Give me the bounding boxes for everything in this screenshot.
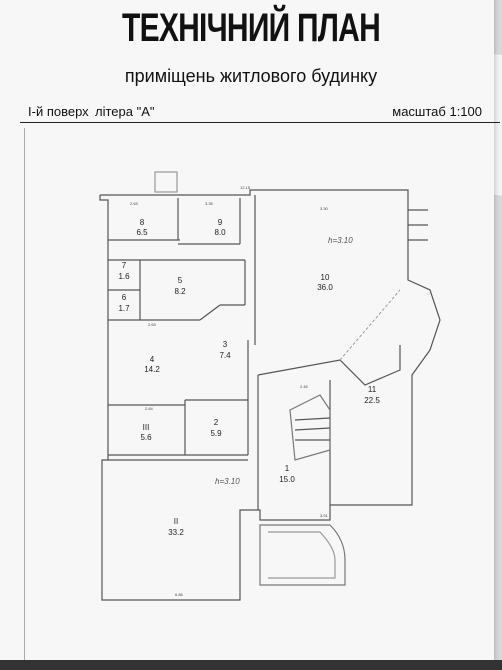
- document-title: ТЕХНІЧНИЙ ПЛАН: [122, 6, 381, 50]
- plan-frame: [24, 128, 501, 670]
- room-4-area: 14.2: [144, 365, 160, 374]
- room-9-number: 9: [218, 218, 223, 227]
- room-II-area: 33.2: [168, 528, 184, 537]
- floor-label: І-й поверх: [28, 104, 89, 119]
- room-11-area: 22.5: [364, 396, 380, 405]
- dimension-label: 2.63: [148, 322, 157, 327]
- room-4-number: 4: [150, 355, 155, 364]
- room-7-number: 7: [122, 261, 127, 270]
- header-rule: [20, 122, 500, 123]
- room-10-number: 10: [321, 273, 330, 282]
- room-5-number: 5: [178, 276, 183, 285]
- room-5-area: 8.2: [174, 287, 186, 296]
- document-subtitle: приміщень житлового будинку: [124, 66, 378, 86]
- room-8-number: 8: [140, 218, 145, 227]
- room-3-area: 7.4: [219, 351, 231, 360]
- room-II-number: II: [174, 517, 178, 526]
- room-3-number: 3: [223, 340, 228, 349]
- litera-label: літера "А": [95, 104, 155, 119]
- dimension-label: 2.45: [300, 384, 309, 389]
- room-2-number: 2: [214, 418, 219, 427]
- room-9-area: 8.0: [214, 228, 226, 237]
- room-6-number: 6: [122, 293, 127, 302]
- height-label-II: h=3.10: [215, 477, 240, 486]
- dimension-label: 3.30: [320, 206, 329, 211]
- dimension-label: 6.86: [175, 592, 184, 597]
- dimension-label: 2.63: [130, 201, 139, 206]
- room-2-area: 5.9: [210, 429, 222, 438]
- dimension-label: 2.84: [145, 406, 154, 411]
- room-6-area: 1.7: [118, 304, 130, 313]
- room-10-area: 36.0: [317, 283, 333, 292]
- dimension-label: 12.15: [240, 185, 251, 190]
- room-III-area: 5.6: [140, 433, 152, 442]
- room-1-area: 15.0: [279, 475, 295, 484]
- scale-label: масштаб 1:100: [392, 104, 482, 119]
- room-III-number: III: [143, 423, 150, 432]
- room-1-number: 1: [285, 464, 290, 473]
- height-label-10: h=3.10: [328, 236, 353, 245]
- page-bottom-edge: [0, 660, 502, 670]
- dimension-label: 3.91: [320, 513, 329, 518]
- room-11-number: 11: [368, 385, 377, 394]
- dimension-label: 3.35: [205, 201, 214, 206]
- room-8-area: 6.5: [136, 228, 148, 237]
- room-7-area: 1.6: [118, 272, 130, 281]
